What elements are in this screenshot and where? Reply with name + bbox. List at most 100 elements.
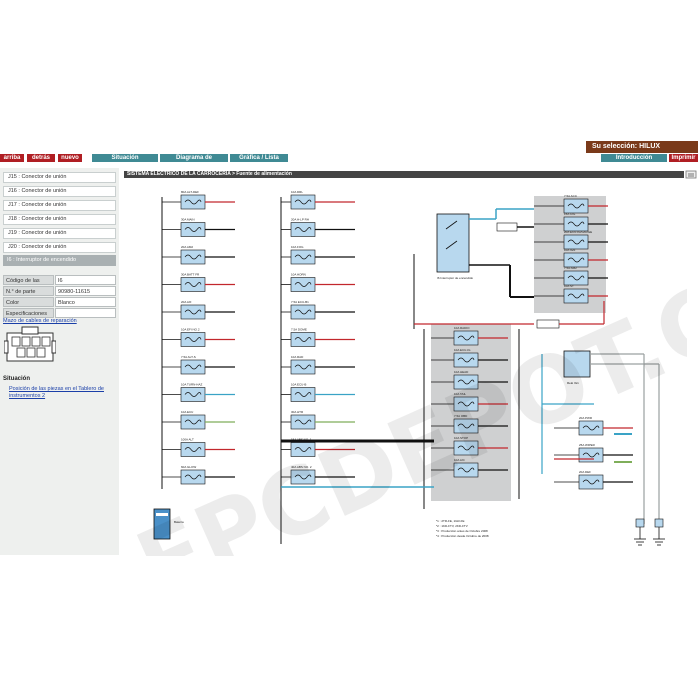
diagram-notes: *1 : 2TR-FE, 1GR-FE*2 : 1KD-FTV, 2KD-FTV… (436, 519, 489, 538)
up-button[interactable]: arriba (0, 154, 24, 162)
fuse-label: 7.5A OBD (454, 414, 468, 418)
fuse[interactable]: 10A EFI NO.2 (162, 328, 235, 347)
fuse-label: 10A STOP (454, 436, 468, 440)
connector-item[interactable]: J16 : Conector de unión (3, 186, 116, 197)
fuse-label: 10A RAD (291, 355, 304, 359)
fuse[interactable]: 30A HTR (281, 410, 355, 430)
fuse-label: 10A ECU (181, 410, 193, 414)
fuse[interactable]: 10A A/C (431, 458, 508, 478)
specs-label: Especificaciones (3, 308, 54, 318)
junction-connector[interactable] (496, 222, 518, 232)
fuse[interactable]: 10A HEAD (431, 370, 508, 390)
fuse[interactable]: 30A MAIN (162, 218, 235, 237)
fuse[interactable]: 100A ALT (162, 438, 235, 457)
fuse-label: 10A IGN (564, 248, 575, 252)
fuse[interactable]: 40A ABS NO. 2 (281, 465, 355, 485)
tab-grafica[interactable]: Gráfica / Lista (230, 154, 288, 162)
fuse[interactable]: 7.5A ECU-B1 (281, 300, 355, 320)
fuse[interactable]: 10A RADIO (431, 326, 508, 346)
ignition-switch[interactable] (436, 213, 470, 273)
note-line: *2 : 1KD-FTV, 2KD-FTV (436, 524, 468, 528)
fuse[interactable]: 15A CIG (534, 212, 608, 232)
specs-value (55, 308, 116, 318)
fuse[interactable]: 7.5A OBD (431, 414, 508, 434)
ignition-switch-label: I6 Interruptor de encendido (437, 276, 473, 280)
fuse[interactable]: 10A ST (534, 284, 608, 304)
junction-connector[interactable] (536, 319, 560, 329)
fuse-label: 20A H-LP RH (291, 218, 309, 222)
fuse-label: 20A A/F (181, 300, 192, 304)
fuse-label: 40A ABS NO. 2 (291, 465, 312, 469)
connector-item[interactable]: J19 : Conector de unión (3, 228, 116, 239)
fuse-label: 80A ALT-DEF (181, 190, 199, 194)
fuse-label: 30A HTR (291, 410, 304, 414)
wiring-diagram[interactable]: Batería 80A ALT-DEF 30A MAIN 20A AM2 30A BA… (124, 179, 687, 556)
fuse[interactable]: 20A AM2 (162, 245, 235, 265)
fuse-label: 10A RADIO (454, 326, 470, 330)
fuse[interactable]: 10A DRL (281, 190, 355, 210)
note-line: *4 : Producción desde Octubre de 2008 (436, 534, 489, 538)
fuse-label: 10A ECU-B (291, 383, 306, 387)
fuse-label: 7.5A ALT-S (181, 355, 196, 359)
color-value: Blanco (55, 297, 116, 307)
fuse-label: 15A CIG (564, 212, 576, 216)
connector-item[interactable]: J15 : Conector de unión (3, 172, 116, 183)
tab-diagrama[interactable]: Diagrama de conexiones (160, 154, 228, 169)
fuse[interactable]: 10A TAIL (431, 392, 508, 412)
ig1-relay[interactable] (563, 350, 591, 378)
fuse[interactable]: 80A ALT-DEF (162, 190, 235, 210)
fuse[interactable]: 60A GLOW (162, 465, 235, 485)
fuse[interactable]: 10A RAD (281, 355, 355, 375)
fuse[interactable]: 20A H-LP RH (281, 218, 355, 237)
diagram-breadcrumb: SISTEMA ELÉCTRICO DE LA CARROCERÍA > Fue… (124, 171, 684, 178)
tab-situacion[interactable]: Situación (92, 154, 158, 162)
fuse[interactable]: 10A TURN-HAZ (162, 383, 235, 402)
repair-harness-link[interactable]: Mazo de cables de reparación (3, 318, 77, 324)
fuse[interactable]: 20A DEF (554, 470, 633, 490)
fuse[interactable]: 10A ECU (162, 410, 235, 430)
vehicle-selection-label: Su selección: HILUX (586, 141, 698, 153)
battery-label: Batería (174, 520, 184, 524)
fuse[interactable]: 10A ECU-IG (431, 348, 508, 368)
fuse-label: 100A ALT (181, 438, 194, 442)
fuse[interactable]: 7.5A ALT-S (162, 355, 235, 375)
fuse[interactable]: 30A BATT FR (162, 273, 235, 292)
fuse-label: 10A HEAD (454, 370, 469, 374)
fuse[interactable]: 20A ECU-IG/GAUGE (534, 230, 608, 250)
new-button[interactable]: nuevo (58, 154, 82, 162)
fuse-label: 20A AM2 (181, 245, 193, 249)
fuse[interactable]: 10A IGN (534, 248, 608, 268)
print-button[interactable]: Imprimir (669, 154, 698, 162)
fuse[interactable]: 10A ECU-B (281, 383, 355, 402)
position-link[interactable]: Posición de las piezas en el Tablero de … (9, 386, 104, 399)
fuse[interactable]: 7.5A DOME (281, 328, 355, 347)
fuse[interactable]: 20A A/F (162, 300, 235, 320)
far-right-fuse-column: 20A PWR 25A WIPER 20A DEF (554, 416, 633, 490)
fuse-label: 10A ECU-IG (454, 348, 471, 352)
fuse-label: 7.5A ACC (564, 194, 578, 198)
fuse[interactable]: 10A STOP (431, 436, 508, 456)
part-number-label: N.° de parte (3, 286, 54, 296)
fuse-label: 10A TURN-HAZ (181, 383, 202, 387)
expand-icon[interactable] (685, 170, 697, 179)
fuse-label: 10A EFI NO.2 (181, 328, 200, 332)
connector-item[interactable]: J18 : Conector de unión (3, 214, 116, 225)
connector-item-selected[interactable]: I6 : Interruptor de encendido (3, 255, 116, 266)
part-number-value: 90980-11615 (55, 286, 116, 296)
fuse[interactable]: 7.5A ACC (534, 194, 608, 214)
back-button[interactable]: detrás (27, 154, 55, 162)
fuse[interactable]: 10A FOG (281, 245, 355, 265)
fuse-label: 20A PWR (579, 416, 593, 420)
fuse[interactable]: 20A PWR (554, 416, 633, 436)
situacion-heading: Situación (3, 376, 31, 382)
fuse[interactable]: 10A HORN (281, 273, 355, 292)
fuse[interactable]: 7.5A AM2 (534, 266, 608, 286)
introduccion-button[interactable]: Introducción (601, 154, 667, 162)
battery-icon (153, 508, 171, 540)
connector-item[interactable]: J17 : Conector de unión (3, 200, 116, 211)
connector-item[interactable]: J20 : Conector de unión (3, 242, 116, 253)
fuse-label: 10A A/C (454, 458, 466, 462)
fuse-label: 25A WIPER (579, 443, 596, 447)
left-fuse-column: 80A ALT-DEF 30A MAIN 20A AM2 30A BATT FR 20A… (162, 190, 235, 485)
